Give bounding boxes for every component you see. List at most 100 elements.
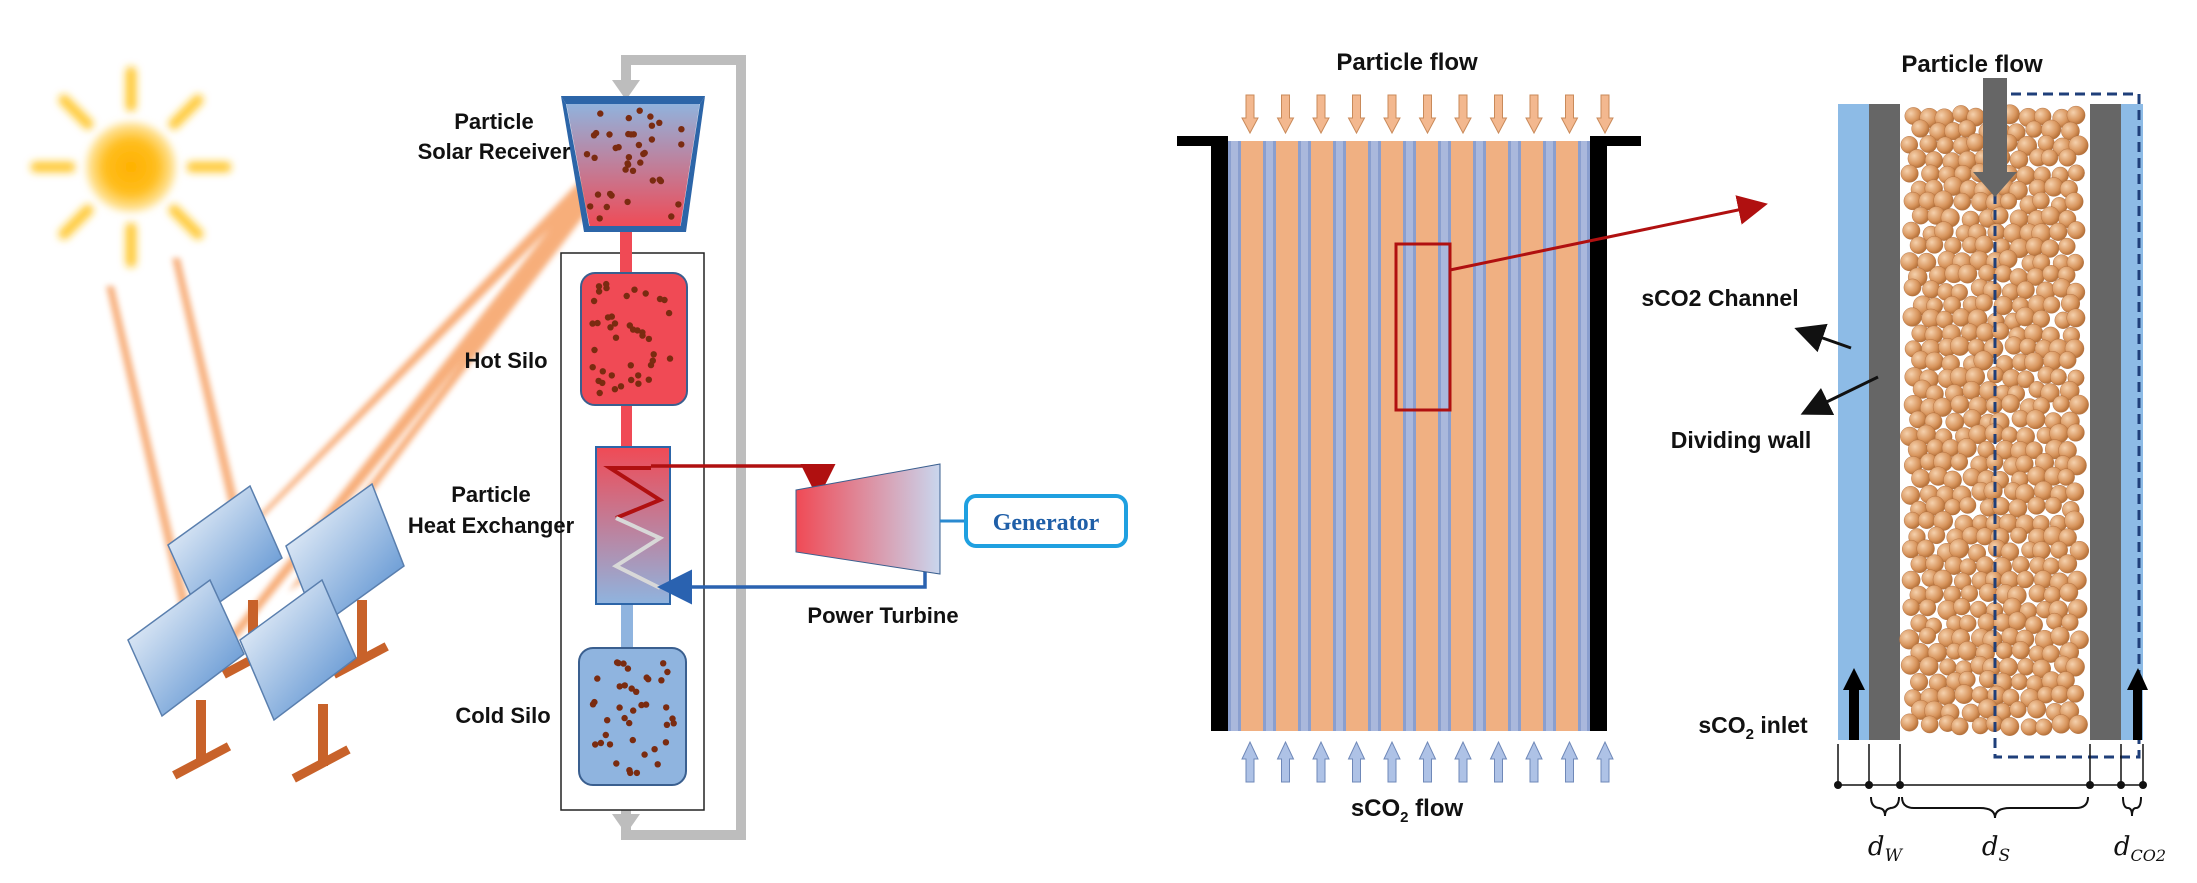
exchanger-cold-coil [611,516,665,590]
particle-dot [627,131,635,138]
particle-bead [1900,713,1919,732]
particle-dot [642,290,649,297]
sco2-channel-highlight [1231,141,1238,731]
particle-dot [678,141,685,148]
particle-bead [2066,105,2086,125]
particle-bead [2049,368,2067,386]
exchanger-label-line1: Particle [451,482,531,507]
particle-bead [2067,599,2088,619]
particle-bead [2042,296,2061,314]
particle-dot [651,746,658,753]
receiver-label-line1: Particle [454,109,534,134]
reflected-beams [200,170,606,672]
exchanger-hot-coil [603,466,665,520]
particle-bead [1918,627,1936,645]
sco2-flow-arrow-icon [1596,740,1614,783]
particle-bead [2009,701,2027,719]
cold-silo-label: Cold Silo [455,703,550,728]
particle-bead [1959,614,1977,632]
particle-bead [2050,541,2068,559]
middle-particle-flow-label: Particle flow [1336,49,1478,76]
dimension-axis [1834,744,2147,789]
particle-channel [1311,141,1333,731]
particle-bead [1953,192,1971,211]
sco2-flow-arrows [1241,740,1614,783]
power-turbine [795,463,941,575]
particle-channel [1416,141,1438,731]
sco2-flow-arrow-icon [1454,740,1472,783]
sco2-flow-arrow-icon [1241,740,1259,783]
particle-dot [596,389,603,397]
sco2-inlet-label: sCO2 inlet [1698,712,1808,743]
particle-bead [2065,482,2085,502]
particle-bead [2027,699,2047,719]
particle-flow-arrows [1241,94,1614,135]
particle-flow-arrow-icon [1454,94,1472,135]
particle-bead [2057,468,2075,486]
sco2-channel-highlight [1266,141,1273,731]
particle-bead [1951,308,1971,327]
particle-bead [1919,135,1938,153]
particle-dot [594,191,602,198]
particle-bead [2067,221,2086,240]
particle-dot [597,110,604,117]
particle-dot [641,149,648,157]
particle-bead [2058,148,2077,167]
particle-flow-arrow-icon [1241,94,1259,135]
storage-enclosure [560,252,705,811]
particle-dot [591,346,598,354]
hot-silo-label: Hot Silo [464,348,547,373]
particle-bead [2066,253,2084,272]
particle-bead [2065,657,2085,677]
particle-dot [621,682,628,689]
particle-bead [1954,684,1974,704]
sco2-flow-arrow-icon [1489,740,1508,783]
particle-bead [1927,526,1946,544]
particle-channel [1276,141,1298,731]
particle-bead [2035,718,2053,736]
particle-dot [638,701,645,709]
left-dividing-wall [1869,104,1900,740]
particle-dot [635,141,643,149]
particle-dot [630,707,637,714]
sco2-flow-arrow-icon [1418,740,1437,783]
receiver-particles [583,107,685,222]
particle-flow-arrow-icon [1347,94,1366,135]
particle-bead [1911,206,1930,225]
right-particle-flow-label: Particle flow [1901,51,2043,78]
dim-co2-label: dCO2 [2114,832,2166,865]
dividing-wall-label: Dividing wall [1671,427,1812,453]
dim-s-label: dS [1982,832,2010,866]
particle-bead [1950,453,1969,471]
particle-bead [2025,120,2043,138]
particle-bead [1995,642,2013,660]
sco2-channel-highlight [1301,141,1308,731]
sco2-channel-highlight [1336,141,1343,731]
particle-bead [1934,221,1954,241]
particle-bead [1922,280,1941,299]
particle-solar-receiver [561,96,705,232]
particle-dot [612,334,620,341]
particle-flow-arrow-icon [1383,94,1401,135]
particle-dot [658,677,665,684]
particle-bead [2024,615,2043,634]
particle-bead [2049,222,2068,241]
particle-bead [1960,584,1978,602]
particle-dot [649,177,656,184]
particle-dot [665,309,673,317]
particle-bead [1902,307,1922,327]
particle-dot [664,668,671,676]
particle-bead [2059,380,2080,401]
particle-bead [2000,717,2020,736]
particle-bead [1953,597,1971,616]
sco2-inlet-arrow-right [2127,668,2148,740]
particle-dot [625,114,632,122]
particle-bead [1950,717,1969,736]
particle-bead [2015,306,2035,327]
sco2-channel-label: sCO2 Channel [1641,285,1798,311]
particle-bead [2020,718,2038,736]
particle-bead [2017,658,2035,676]
generator-box [964,494,1128,548]
particle-dot [629,167,637,174]
